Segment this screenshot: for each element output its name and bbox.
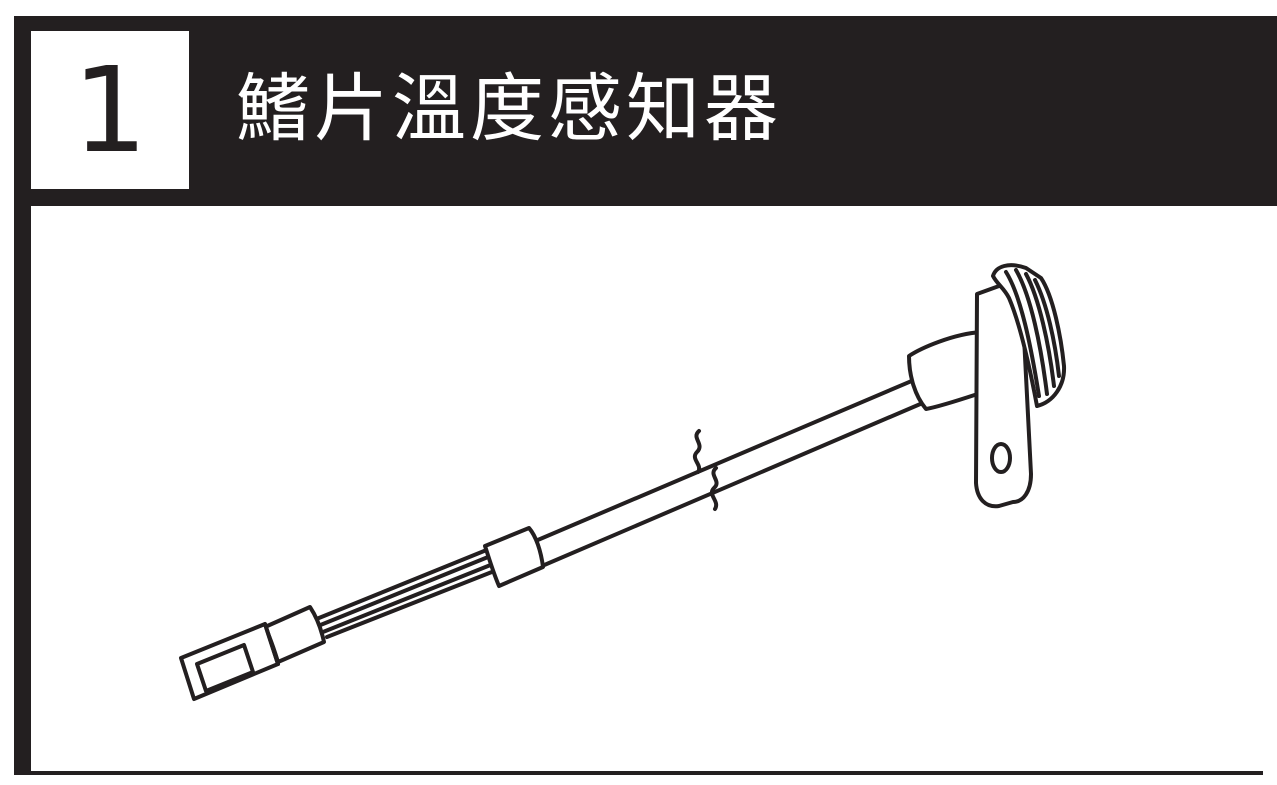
spade-connector xyxy=(179,605,326,701)
step-number-box: 1 xyxy=(31,31,189,189)
sensor-illustration xyxy=(179,263,1067,701)
step-header xyxy=(14,16,1277,206)
main-cable xyxy=(524,375,934,571)
heat-shrink-sleeve xyxy=(483,526,545,588)
ring-terminal-hole xyxy=(990,442,1012,474)
step-number: 1 xyxy=(72,41,148,179)
step-title: 鰭片溫度感知器 xyxy=(236,66,782,152)
wire-pair xyxy=(312,547,504,639)
fin-clip xyxy=(991,263,1067,408)
cable-break-mark xyxy=(692,429,702,474)
cable-break-mark-2 xyxy=(709,466,719,511)
illustration-panel xyxy=(31,206,1277,771)
ring-terminal xyxy=(974,276,1033,509)
